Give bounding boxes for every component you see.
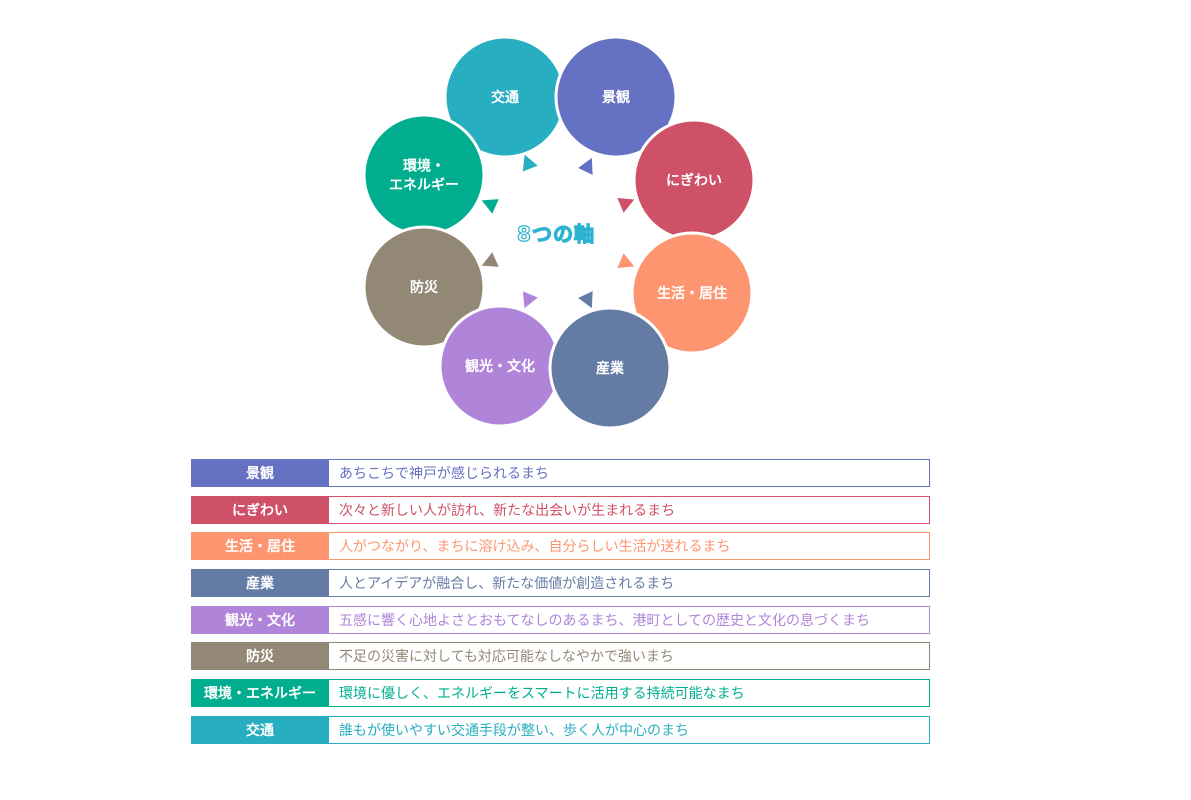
axis-description: 環境に優しく、エネルギーをスマートに活用する持続可能なまち [329,679,930,708]
axis-circle-label: 産業 [596,360,625,377]
axis-circle-keikan: 景観 [554,35,678,159]
axis-circle-kanko: 観光・文化 [438,304,562,428]
axis-description: 人がつながり、まちに溶け込み、自分らしい生活が送れるまち [329,532,930,561]
table-row-seikatsu: 生活・居住人がつながり、まちに溶け込み、自分らしい生活が送れるまち [191,532,930,561]
axis-label: 観光・文化 [191,605,329,634]
table-row-keikan: 景観あちこちで神戸が感じられるまち [191,459,930,487]
axis-circle-seikatsu: 生活・居住 [630,231,754,355]
axis-circle-label: エネルギー [389,177,459,194]
axis-circle-label: 交通 [491,89,519,106]
axis-description: 誰もが使いやすい交通手段が整い、歩く人が中心のまち [329,715,930,744]
arrow-bosai [481,252,499,267]
axis-label: 生活・居住 [191,532,329,561]
table-row-nigiwai: にぎわい次々と新しい人が訪れ、新たな出会いが生まれるまち [191,495,930,524]
axis-circle-bosai: 防災 [362,225,486,349]
axis-circle-kankyo: 環境・エネルギー [362,113,486,237]
center-title: 8つの軸 [516,221,595,246]
axis-description: 五感に響く心地よさとおもてなしのあるまち、港町としての歴史と文化の息づくまち [329,605,930,634]
table-row-sangyo: 産業人とアイデアが融合し、新たな価値が創造されるまち [191,569,930,598]
axis-circle-sangyo: 産業 [548,306,672,430]
arrow-sangyo [578,291,593,309]
axis-circle-label: にぎわい [666,172,722,189]
axis-description: あちこちで神戸が感じられるまち [329,459,930,487]
axis-circle-label: 防災 [410,279,439,296]
axis-description: 次々と新しい人が訪れ、新たな出会いが生まれるまち [329,495,930,524]
axis-description: 人とアイデアが融合し、新たな価値が創造されるまち [329,569,930,598]
axis-label: にぎわい [191,495,329,524]
arrow-seikatsu [617,253,635,268]
axis-label: 景観 [191,459,329,487]
axis-circle-label: 生活・居住 [657,285,727,302]
table-row-kanko: 観光・文化五感に響く心地よさとおもてなしのあるまち、港町としての歴史と文化の息づ… [191,605,930,634]
axis-label: 交通 [191,715,329,744]
arrow-kanko [522,291,538,309]
axis-label: 防災 [191,642,329,671]
axis-circle-label: 景観 [602,89,630,106]
axis-circle-label: 観光・文化 [465,358,535,375]
arrow-nigiwai [617,198,635,213]
arrow-kotsu [522,154,538,172]
axis-circle-label: 環境・ [403,158,445,175]
arrow-kankyo [481,199,499,214]
table-row-kankyo: 環境・エネルギー環境に優しく、エネルギーをスマートに活用する持続可能なまち [191,679,930,708]
axis-description: 不足の災害に対しても対応可能なしなやかで強いまち [329,642,930,671]
table-row-kotsu: 交通誰もが使いやすい交通手段が整い、歩く人が中心のまち [191,715,930,744]
axes-table: 景観あちこちで神戸が感じられるまちにぎわい次々と新しい人が訪れ、新たな出会いが生… [191,459,930,753]
axis-label: 産業 [191,569,329,598]
arrow-keikan [578,157,593,175]
axis-circle-nigiwai: にぎわい [632,118,756,242]
axis-label: 環境・エネルギー [191,679,329,708]
table-row-bosai: 防災不足の災害に対しても対応可能なしなやかで強いまち [191,642,930,671]
